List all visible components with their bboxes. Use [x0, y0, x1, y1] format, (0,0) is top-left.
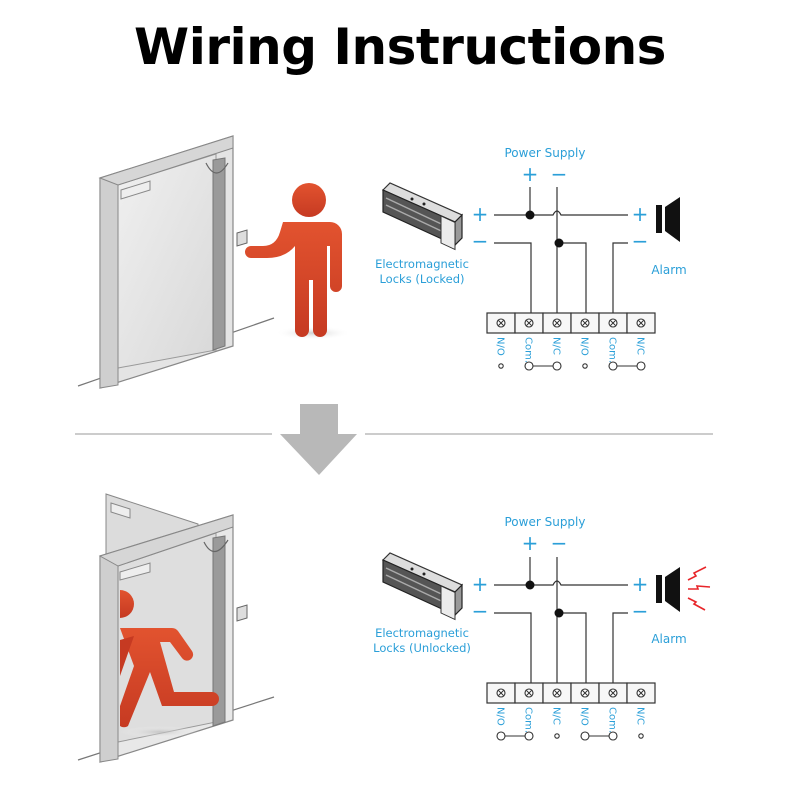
alarm-plus-sign: +: [632, 572, 649, 596]
lock-label-line1: Electromagnetic: [375, 257, 469, 271]
open-contact-symbol: [638, 733, 644, 739]
screw-icon: [552, 688, 562, 698]
screw-icon: [496, 318, 506, 328]
panel-locked: Electromagnetic Locks (Locked) Power Sup…: [77, 135, 687, 389]
closed-contact-symbol: [580, 731, 618, 741]
alarm-minus-sign: −: [632, 229, 649, 253]
screw-icon: [608, 688, 618, 698]
power-minus-sign: −: [551, 531, 568, 555]
wires: [494, 187, 628, 313]
power-plus-sign: +: [522, 531, 539, 555]
power-minus-sign: −: [551, 162, 568, 186]
terminal-no: N/O: [570, 312, 600, 356]
terminal-label: N/O: [579, 707, 590, 726]
screw-icon: [636, 318, 646, 328]
terminal-block: N/O Com. N/C N/O Com. N/C: [486, 682, 656, 741]
open-contact-symbol: [498, 363, 504, 369]
terminal-label: N/C: [551, 337, 562, 355]
down-arrow-icon: [280, 404, 357, 475]
alarm-label: Alarm: [651, 632, 686, 646]
terminal-label: N/O: [579, 337, 590, 356]
terminal-label: Com.: [607, 707, 618, 733]
card-reader: [236, 604, 248, 622]
screw-icon: [496, 688, 506, 698]
junction-dot: [554, 608, 564, 618]
person-standing-icon: [245, 183, 351, 340]
junction-dot: [525, 580, 535, 590]
terminal-no: N/O: [486, 682, 516, 726]
closed-contact-symbol: [608, 361, 646, 371]
lock-label-line1: Electromagnetic: [375, 626, 469, 640]
open-contact-symbol: [554, 733, 560, 739]
terminal-no: N/O: [570, 682, 600, 726]
panel-unlocked: Electromagnetic Locks (Unlocked) Power S…: [77, 493, 711, 763]
power-plus-sign: +: [522, 162, 539, 186]
wires: [494, 557, 628, 683]
wiring-schematic-locked: Electromagnetic Locks (Locked) Power Sup…: [375, 146, 687, 371]
terminal-label: N/O: [495, 707, 506, 726]
person-running-icon: [120, 590, 219, 738]
terminal-com: Com.: [514, 312, 544, 363]
lock-minus-sign: −: [472, 229, 489, 253]
alarm-speaker-icon: [656, 567, 680, 612]
power-supply-label: Power Supply: [505, 515, 586, 529]
screw-icon: [608, 318, 618, 328]
closed-door: [98, 135, 248, 389]
screw-icon: [580, 688, 590, 698]
terminal-nc: N/C: [542, 312, 572, 355]
page-title: Wiring Instructions: [134, 18, 666, 76]
alarm-minus-sign: −: [632, 599, 649, 623]
terminal-nc: N/C: [626, 312, 656, 355]
lock-minus-sign: −: [472, 599, 489, 623]
lock-plus-sign: +: [472, 202, 489, 226]
terminal-label: N/C: [635, 707, 646, 725]
alarm-sound-waves-icon: [687, 566, 711, 611]
junction-dot: [525, 210, 535, 220]
screw-icon: [524, 318, 534, 328]
terminal-com: Com.: [598, 682, 628, 733]
terminal-label: Com.: [523, 337, 534, 363]
power-supply-label: Power Supply: [505, 146, 586, 160]
alarm-plus-sign: +: [632, 202, 649, 226]
screw-icon: [524, 688, 534, 698]
divider: [75, 404, 713, 475]
junction-dot: [554, 238, 564, 248]
terminal-label: N/C: [551, 707, 562, 725]
terminal-com: Com.: [514, 682, 544, 733]
terminal-com: Com.: [598, 312, 628, 363]
electromagnetic-lock-icon: [382, 552, 463, 621]
terminal-no: N/O: [486, 312, 516, 356]
closed-contact-symbol: [524, 361, 562, 371]
closed-contact-symbol: [496, 731, 534, 741]
card-reader: [236, 229, 248, 247]
lock-label-line2: Locks (Locked): [379, 272, 464, 286]
terminal-block: N/O Com. N/C N/O Com. N/C: [486, 312, 656, 371]
terminal-nc: N/C: [542, 682, 572, 725]
lock-plus-sign: +: [472, 572, 489, 596]
alarm-speaker-icon: [656, 197, 680, 242]
terminal-label: Com.: [607, 337, 618, 363]
screw-icon: [552, 318, 562, 328]
alarm-label: Alarm: [651, 263, 686, 277]
screw-icon: [580, 318, 590, 328]
open-contact-symbol: [582, 363, 588, 369]
wiring-schematic-unlocked: Electromagnetic Locks (Unlocked) Power S…: [373, 515, 711, 741]
terminal-label: N/C: [635, 337, 646, 355]
terminal-nc: N/C: [626, 682, 656, 725]
terminal-label: N/O: [495, 337, 506, 356]
lock-label-line2: Locks (Unlocked): [373, 641, 471, 655]
electromagnetic-lock-icon: [382, 182, 463, 251]
screw-icon: [636, 688, 646, 698]
terminal-label: Com.: [523, 707, 534, 733]
